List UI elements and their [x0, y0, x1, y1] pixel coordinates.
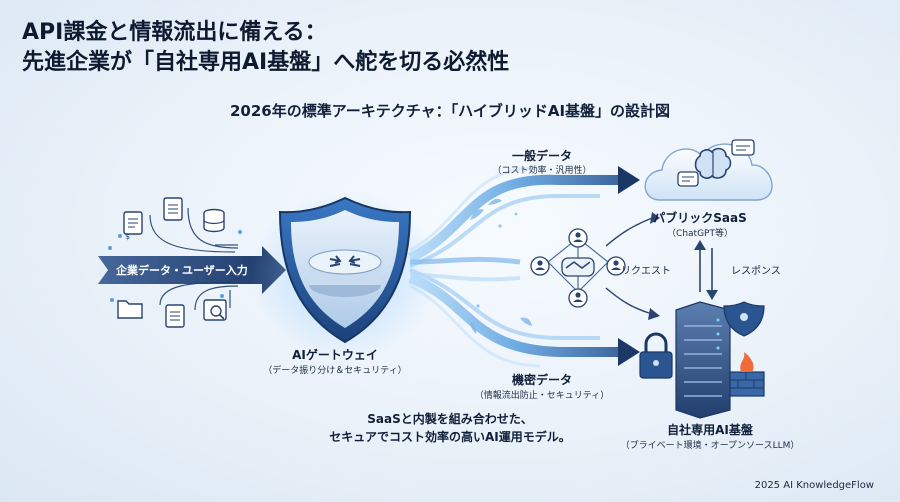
sparkle-decoration	[470, 198, 532, 334]
input-dots	[108, 230, 242, 302]
router-icon	[308, 249, 382, 297]
title-line-2: 先進企業が「自社専用AI基盤」へ舵を切る必然性	[22, 50, 510, 75]
route-arrowhead	[648, 308, 660, 320]
confidential-data-label: 機密データ	[511, 373, 572, 387]
svg-text:$: $	[125, 232, 130, 241]
person-icon	[530, 256, 550, 276]
gateway-label: AIゲートウェイ	[292, 348, 378, 362]
general-data-flow	[407, 166, 618, 268]
person-icon	[606, 256, 626, 276]
private-ai-label: 自社専用AI基盤	[667, 423, 753, 437]
title-line-1: API課金と情報流出に備える：	[22, 20, 327, 45]
request-label: リクエスト	[621, 266, 671, 277]
confidential-data-arrowhead	[618, 338, 640, 366]
person-icon	[568, 288, 588, 308]
caption-line-2: セキュアでコスト効率の高いAI運用モデル。	[329, 430, 571, 444]
public-saas-label: パブリックSaaS	[653, 211, 747, 225]
collaboration-network	[530, 228, 626, 308]
input-label: 企業データ・ユーザー入力	[116, 264, 248, 277]
credit-text: 2025 AI KnowledgeFlow	[754, 480, 874, 491]
folder-icon	[117, 300, 143, 319]
general-data-sublabel: （コスト効率・汎用性）	[492, 166, 592, 176]
brain-icon	[694, 147, 732, 179]
caption-line-1: SaaSと内製を組み合わせた、	[367, 412, 533, 426]
firewall-icon	[729, 352, 765, 397]
request-arrowhead	[694, 240, 706, 250]
document-icon: $	[123, 211, 143, 241]
database-icon	[203, 208, 225, 233]
general-data-label: 一般データ	[511, 149, 572, 163]
private-ai-sublabel: （プライベート環境・オープンソースLLM）	[620, 441, 800, 451]
response-label: レスポンス	[731, 266, 781, 277]
response-arrowhead	[706, 290, 718, 300]
chat-bubble-icon	[677, 139, 755, 187]
gateway-sublabel: （データ振り分け＆セキュリティ）	[263, 366, 407, 376]
route-arrowhead	[650, 212, 660, 224]
document-icon	[165, 304, 185, 328]
request-response-arrows	[699, 248, 713, 292]
server-rack-icon	[675, 301, 731, 419]
security-shield-icon	[723, 301, 765, 337]
search-document-icon	[203, 299, 227, 321]
document-icon	[163, 197, 183, 221]
person-icon	[568, 228, 588, 248]
handshake-icon	[561, 257, 595, 277]
diagram-subtitle: 2026年の標準アーキテクチャ：「ハイブリッドAI基盤」の設計図	[229, 102, 671, 120]
route-arrows	[605, 217, 653, 315]
general-data-arrowhead	[618, 166, 640, 194]
input-arrow	[98, 246, 286, 294]
public-saas-sublabel: （ChatGPT等）	[667, 229, 733, 239]
confidential-data-sublabel: （情報流出防止・セキュリティ）	[474, 391, 610, 401]
lock-icon	[639, 332, 673, 379]
